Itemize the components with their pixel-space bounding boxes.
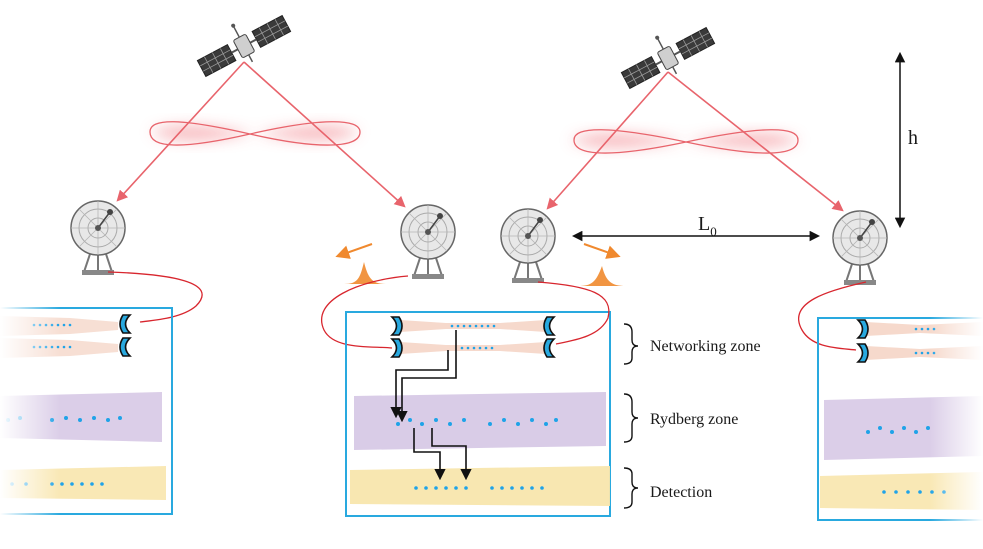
cavity-mirror-icon <box>857 343 869 363</box>
entangled-beam-glow <box>570 129 800 154</box>
cavity-mirror-icon <box>543 338 555 358</box>
optical-fiber <box>798 281 867 351</box>
photon-pulse <box>344 262 386 284</box>
photon-pulse <box>578 266 626 286</box>
detection-zone-band <box>350 466 610 506</box>
node-left <box>0 0 406 520</box>
node-box <box>817 317 983 521</box>
optical-fiber <box>321 275 409 349</box>
atom-array <box>396 324 558 490</box>
node-box <box>345 311 611 517</box>
optical-fiber <box>537 281 610 345</box>
downlink-arrow <box>116 61 245 202</box>
detection-label: Detection <box>650 484 712 501</box>
satellite-icon <box>188 0 296 86</box>
height-label: h <box>908 127 918 149</box>
node-right: L0 h <box>500 12 983 530</box>
photon-direction-arrow <box>583 243 621 259</box>
entangled-beam-glow <box>149 121 361 146</box>
downlink-arrow <box>546 71 669 210</box>
distance-label: L0 <box>698 213 717 239</box>
dish-antenna-icon <box>832 210 888 286</box>
cavity-mirror-icon <box>857 319 869 339</box>
node-center: Networking zone Rydberg zone Detection <box>321 204 761 517</box>
cavity-mirror-icon <box>391 316 403 336</box>
cavity-mirror-icon <box>119 314 131 334</box>
curly-brace-icon <box>623 323 639 509</box>
networking-zone-label: Networking zone <box>650 338 761 355</box>
dish-antenna-icon <box>70 200 126 276</box>
satellite-icon <box>612 12 720 98</box>
optical-fiber <box>107 271 203 323</box>
dish-antenna-icon <box>400 204 456 280</box>
atom-transport-arrows <box>390 330 472 481</box>
dish-antenna-icon <box>500 208 556 284</box>
cavity-mirror-icon <box>391 338 403 358</box>
cavity-mirror-icon <box>543 316 555 336</box>
downlink-arrow <box>667 71 844 212</box>
node-box <box>0 307 173 515</box>
downlink-arrow <box>243 61 406 208</box>
cavity-mirror-icon <box>119 337 131 357</box>
rydberg-zone-label: Rydberg zone <box>650 411 738 428</box>
photon-direction-arrow <box>335 243 373 259</box>
rydberg-zone-band <box>354 392 606 450</box>
